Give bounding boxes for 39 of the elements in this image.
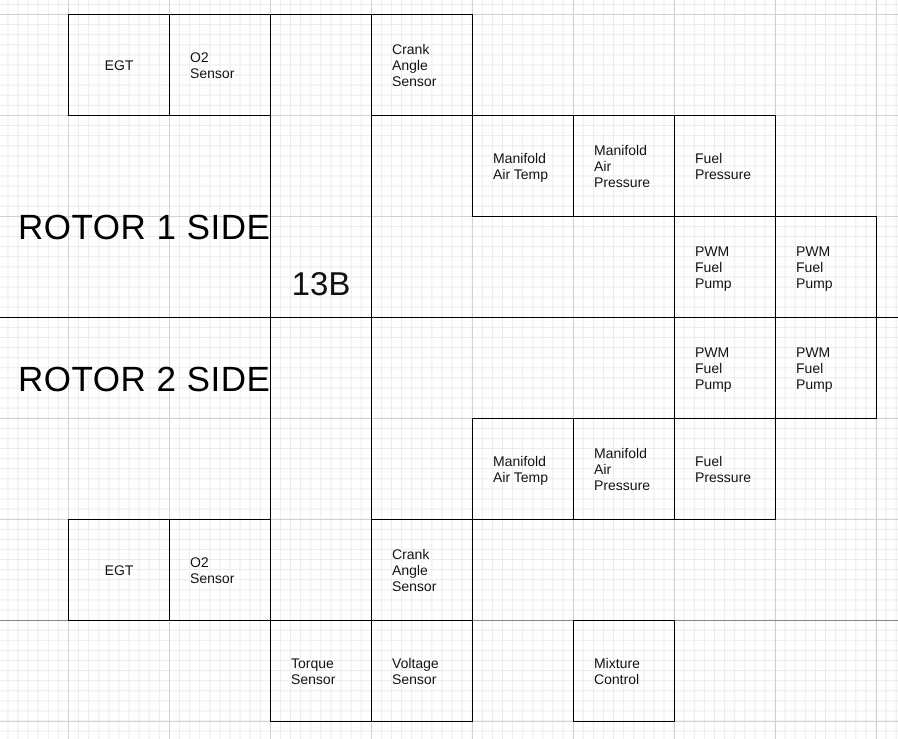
component-label: O2 Sensor <box>190 49 236 81</box>
component-box <box>68 519 170 621</box>
component-label: PWM Fuel Pump <box>796 344 834 392</box>
component-label: Fuel Pressure <box>695 150 752 182</box>
component-label: Manifold Air Pressure <box>594 142 652 190</box>
engine-label: 13B <box>292 265 350 303</box>
component-label: Manifold Air Temp <box>493 453 549 485</box>
component-box <box>169 519 271 621</box>
component-label: EGT <box>104 562 134 578</box>
side-heading: ROTOR 1 SIDE <box>18 208 270 248</box>
component-label: Manifold Air Temp <box>493 150 549 182</box>
component-label: Manifold Air Pressure <box>594 445 652 493</box>
component-box <box>371 14 473 116</box>
component-box <box>472 115 574 217</box>
component-box <box>573 620 675 722</box>
component-label: PWM Fuel Pump <box>695 344 733 392</box>
component-box <box>674 115 776 217</box>
side-heading: ROTOR 2 SIDE <box>18 360 270 400</box>
component-label: O2 Sensor <box>190 554 236 586</box>
component-label: Voltage Sensor <box>392 655 440 687</box>
component-label: PWM Fuel Pump <box>695 243 733 291</box>
component-box <box>169 14 271 116</box>
component-box <box>371 519 473 621</box>
component-box <box>573 418 675 520</box>
component-label: Torque Sensor <box>291 655 336 687</box>
component-box <box>573 115 675 217</box>
component-label: EGT <box>104 57 134 73</box>
component-box <box>270 620 372 722</box>
component-label: Crank Angle Sensor <box>392 546 438 594</box>
component-box <box>371 620 473 722</box>
component-box <box>775 317 877 419</box>
component-label: Mixture Control <box>594 655 641 687</box>
component-box <box>472 418 574 520</box>
component-box <box>775 216 877 318</box>
component-box <box>674 418 776 520</box>
component-label: PWM Fuel Pump <box>796 243 834 291</box>
component-label: Crank Angle Sensor <box>392 41 438 89</box>
component-box <box>68 14 170 116</box>
component-label: Fuel Pressure <box>695 453 752 485</box>
